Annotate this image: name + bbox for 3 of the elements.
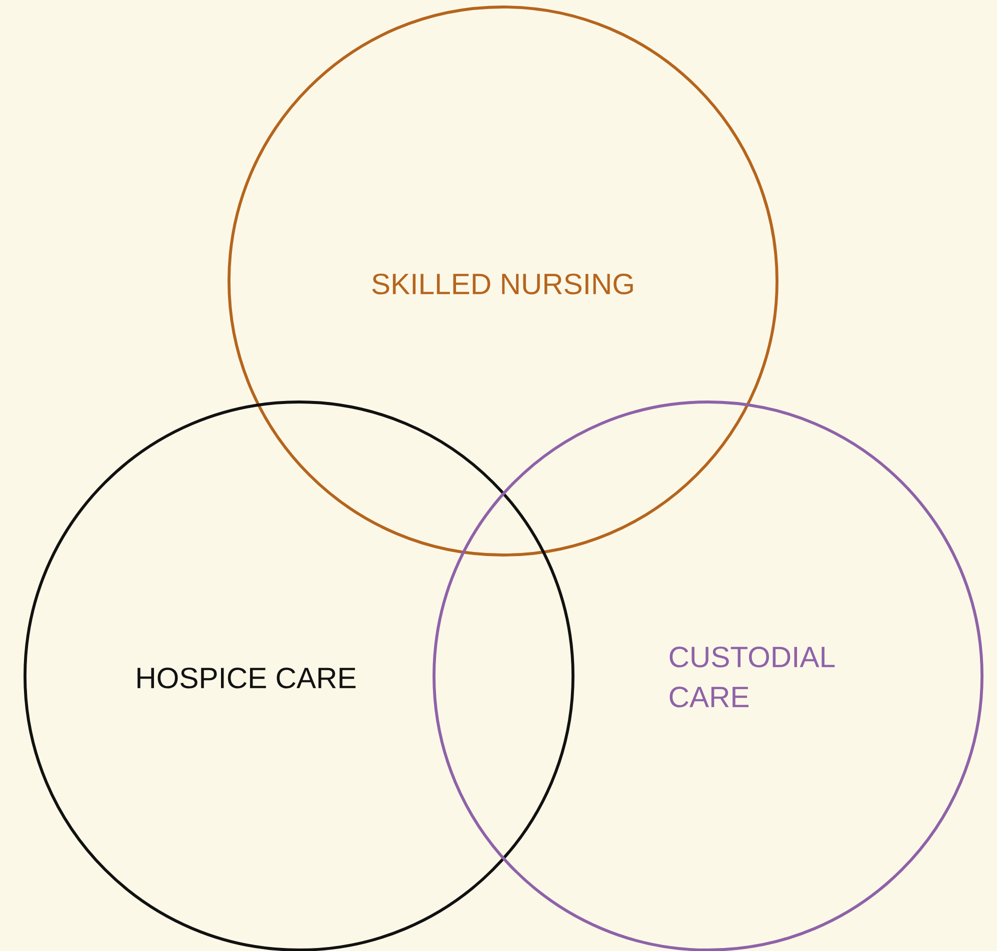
circle-label: HOSPICE CARE (138, 668, 356, 688)
circle-label: SKILLED NURSING (372, 274, 633, 294)
circle-label: CUSTODIAL CARE (670, 646, 835, 708)
